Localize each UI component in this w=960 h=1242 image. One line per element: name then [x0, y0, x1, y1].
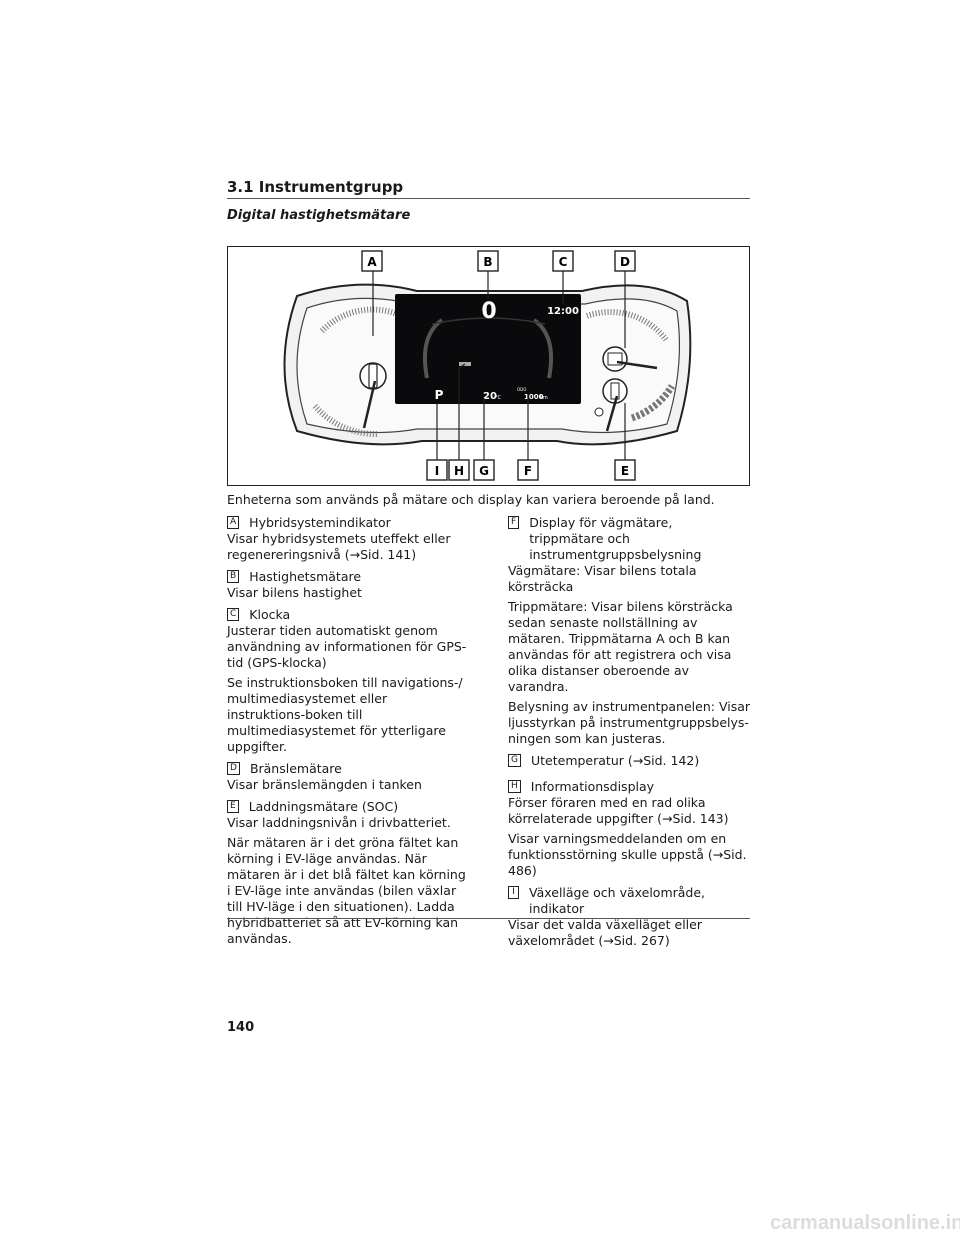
legend-text: Se instruktionsboken till navigations-/ …	[227, 675, 463, 754]
legend-title: Hybridsystemindikator	[249, 515, 391, 530]
legend-title: Laddningsmätare (SOC)	[248, 799, 399, 814]
figure-caption: Enheterna som används på mätare och disp…	[227, 492, 715, 507]
key-badge: I	[508, 886, 519, 899]
callout-h-box	[448, 459, 470, 481]
callout-g: G	[479, 464, 489, 478]
callout-d: D	[620, 255, 630, 269]
legend-text: Förser föraren med en rad olika körrelat…	[508, 795, 729, 826]
callout-f: F	[524, 464, 532, 478]
legend-text: Belysning av instrumentpanelen: Visar lj…	[508, 699, 751, 746]
callout-i-box	[426, 459, 448, 481]
legend-column-left: A Hybridsystemindikator Visar hybridsyste…	[227, 515, 467, 953]
callout-a-box	[361, 250, 383, 272]
key-badge: G	[508, 754, 521, 767]
callout-c: C	[559, 255, 568, 269]
odo-label: ODO	[517, 387, 526, 392]
callout-f-box	[517, 459, 539, 481]
legend-item-c: C Klocka Justerar tiden automatiskt genom…	[227, 607, 467, 755]
temperature-unit: °C	[495, 395, 502, 401]
legend-text: Trippmätare: Visar bilens körsträcka sed…	[508, 599, 733, 694]
callout-c-box	[552, 250, 574, 272]
legend-item-h: H Informationsdisplay Förser föraren med …	[508, 779, 750, 879]
legend-text: När mätaren är i det gröna fältet kan kö…	[227, 835, 466, 946]
callout-h: H	[454, 464, 464, 478]
odometer-readout: 1000	[524, 393, 544, 401]
legend-title: Informationsdisplay	[530, 779, 655, 794]
legend-item-i: I Växelläge och växelområde, indikator Vi…	[508, 885, 750, 949]
odometer-unit: km	[540, 395, 548, 401]
legend-title: Hastighetsmätare	[249, 569, 362, 584]
legend-title: Bränslemätare	[249, 761, 342, 776]
speed-readout: 0	[481, 299, 496, 324]
callout-a: A	[367, 255, 377, 269]
legend-text: Visar bilens hastighet	[227, 585, 362, 600]
callout-b-box	[477, 250, 499, 272]
page-subtitle: Digital hastighetsmätare	[227, 208, 411, 223]
legend-text: Visar varningsmeddelanden om en funktion…	[508, 831, 747, 878]
legend-text: Visar laddningsnivån i drivbatteriet.	[227, 815, 451, 830]
clock-readout: 12:00	[547, 306, 579, 317]
legend-item-e: E Laddningsmätare (SOC) Visar laddningsni…	[227, 799, 467, 947]
legend-text: Justerar tiden automatiskt genom användn…	[227, 623, 467, 670]
legend-text: Visar hybridsystemets uteffekt eller reg…	[227, 531, 451, 562]
legend-title: Klocka	[249, 607, 291, 622]
instrument-cluster-figure: 0 12:00 P 20 °C ODO 1000 km A B C	[227, 246, 750, 486]
legend-item-a: A Hybridsystemindikator Visar hybridsyste…	[227, 515, 467, 563]
legend-column-right: F Display för vägmätare, trippmätare och …	[508, 515, 750, 955]
page-number: 140	[227, 1020, 255, 1035]
footer-rule	[227, 918, 750, 919]
temperature-readout: 20	[483, 391, 497, 402]
callout-d-box	[614, 250, 636, 272]
legend-item-b: B Hastighetsmätare Visar bilens hastighet	[227, 569, 467, 601]
callout-i: I	[435, 464, 439, 478]
watermark: carmanualsonline.info	[770, 1212, 960, 1234]
key-badge: C	[227, 608, 240, 621]
key-badge: H	[508, 780, 521, 793]
key-badge: F	[508, 516, 520, 529]
legend-title: Växelläge och växelområde, indikator	[529, 885, 706, 916]
legend-title: Utetemperatur (→Sid. 142)	[530, 753, 700, 768]
section-title: 3.1 Instrumentgrupp	[227, 178, 404, 196]
key-badge: A	[227, 516, 240, 529]
legend-title: Display för vägmätare, trippmätare och i…	[529, 515, 702, 562]
callout-e: E	[621, 464, 629, 478]
legend-item-g: G Utetemperatur (→Sid. 142)	[508, 753, 750, 769]
legend-item-d: D Bränslemätare Visar bränslemängden i ta…	[227, 761, 467, 793]
cluster-illustration: 0 12:00 P 20 °C ODO 1000 km A B C	[227, 246, 750, 486]
callout-b: B	[483, 255, 492, 269]
header-rule	[227, 198, 750, 199]
gear-readout: P	[435, 388, 444, 402]
legend-text: Visar det valda växelläget eller växelom…	[508, 917, 702, 948]
key-badge: E	[227, 800, 239, 813]
key-badge: D	[227, 762, 240, 775]
callout-g-box	[473, 459, 495, 481]
legend-item-f: F Display för vägmätare, trippmätare och …	[508, 515, 750, 747]
legend-text: Vägmätare: Visar bilens totala körsträck…	[508, 563, 697, 594]
key-badge: B	[227, 570, 240, 583]
callout-e-box	[614, 459, 636, 481]
legend-text: Visar bränslemängden i tanken	[227, 777, 422, 792]
